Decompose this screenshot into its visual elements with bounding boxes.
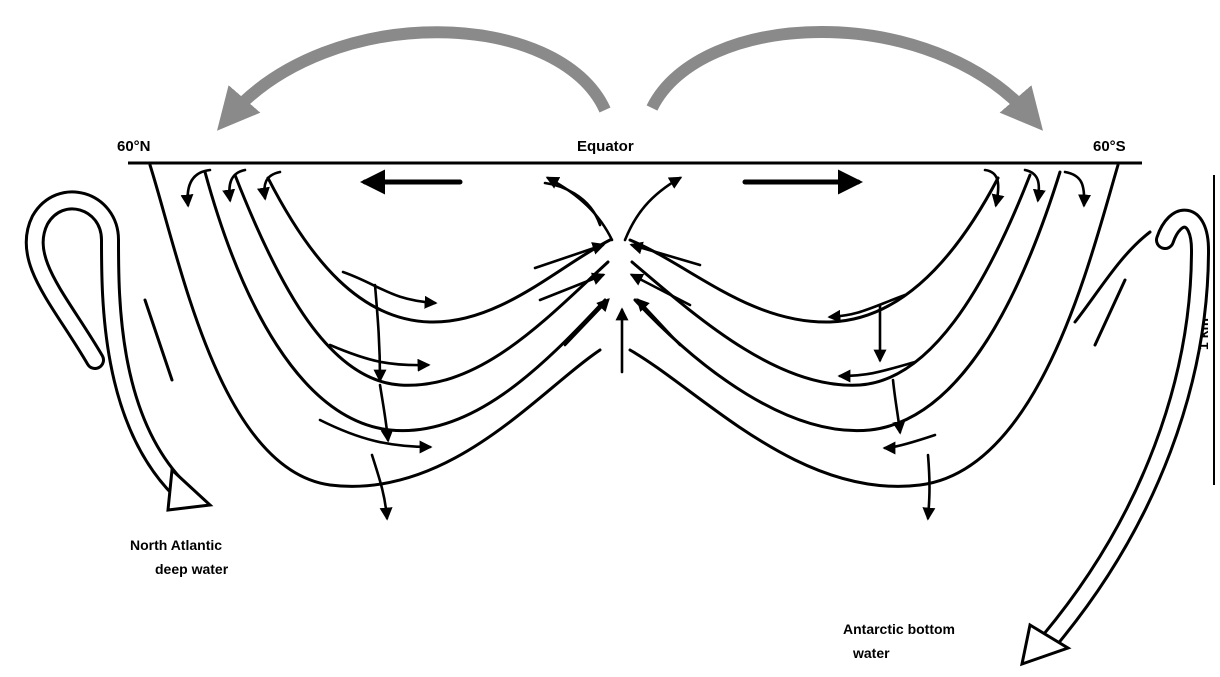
label-aabw-line1: Antarctic bottom <box>843 621 955 637</box>
label-nadw-line2: deep water <box>155 561 229 577</box>
subduction-hooks-south <box>985 170 1084 205</box>
antarctic-bottom-water-arrow <box>1022 219 1200 664</box>
subduction-hooks-north <box>188 170 280 205</box>
atmospheric-arc-north <box>228 32 605 118</box>
label-60N: 60°N <box>117 138 151 155</box>
label-nadw-line1: North Atlantic <box>130 537 222 553</box>
equatorial-upwelling <box>535 178 700 372</box>
north-atlantic-deep-water-arrow <box>35 200 210 510</box>
atmospheric-arc-south <box>652 32 1032 118</box>
label-equator: Equator <box>577 138 634 155</box>
label-60S: 60°S <box>1093 138 1126 155</box>
streamlines-south <box>630 165 1150 486</box>
label-aabw-line2: water <box>852 645 890 661</box>
interior-vectors-north <box>320 272 435 518</box>
